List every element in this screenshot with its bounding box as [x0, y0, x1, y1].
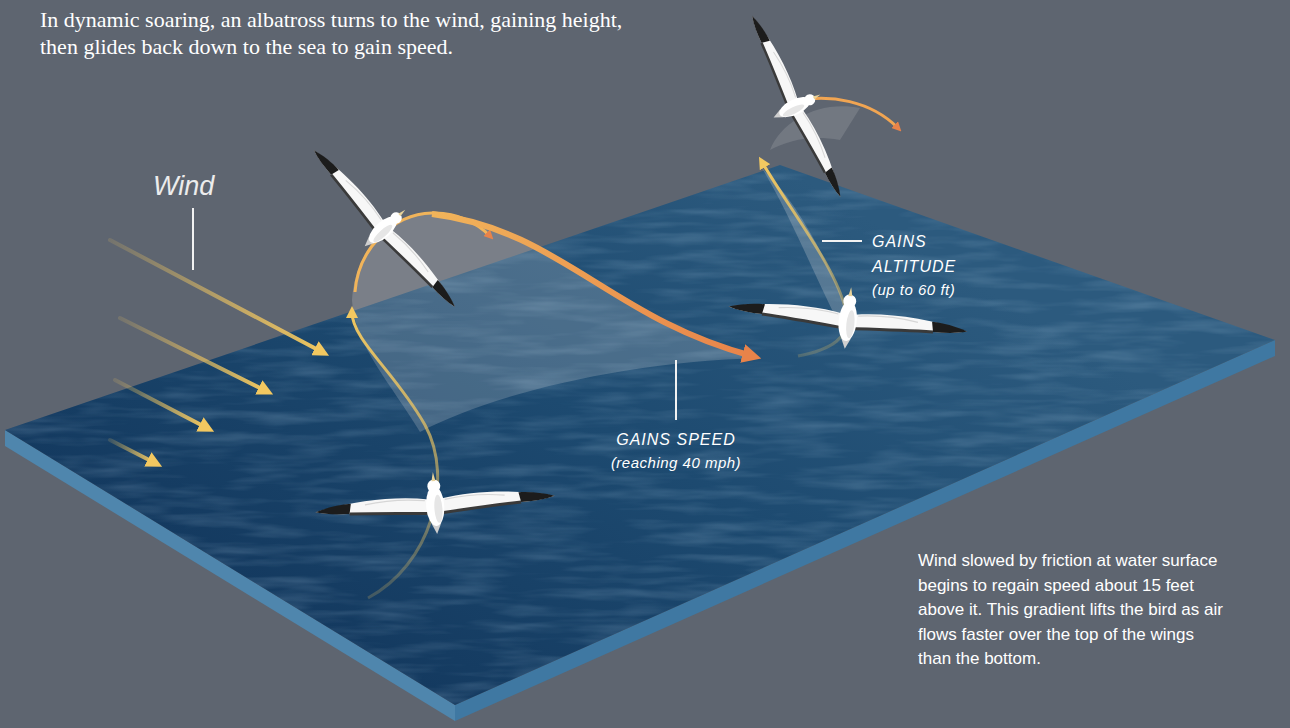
albatross	[729, 4, 864, 208]
flight-ribbon	[352, 213, 760, 432]
callout-detail: (up to 60 ft)	[872, 279, 1022, 301]
flight-path	[352, 312, 438, 598]
wind-label: Wind	[153, 170, 253, 202]
wave-texture	[0, 160, 1280, 710]
leader-line	[822, 240, 862, 242]
flight-path	[800, 98, 898, 128]
leader-line	[675, 360, 677, 420]
title: In dynamic soaring, an albatross turns t…	[40, 6, 655, 60]
wind-arrows	[110, 240, 322, 463]
callout-label: GAINS SPEED	[576, 427, 776, 452]
note-text: Wind slowed by friction at water surface…	[918, 549, 1228, 672]
albatross	[294, 131, 476, 324]
leader-line	[192, 208, 194, 270]
callout-detail: (reaching 40 mph)	[576, 452, 776, 474]
glide-path	[432, 214, 752, 356]
callout-label: GAINS ALTITUDE	[872, 229, 982, 279]
albatross	[313, 464, 557, 543]
